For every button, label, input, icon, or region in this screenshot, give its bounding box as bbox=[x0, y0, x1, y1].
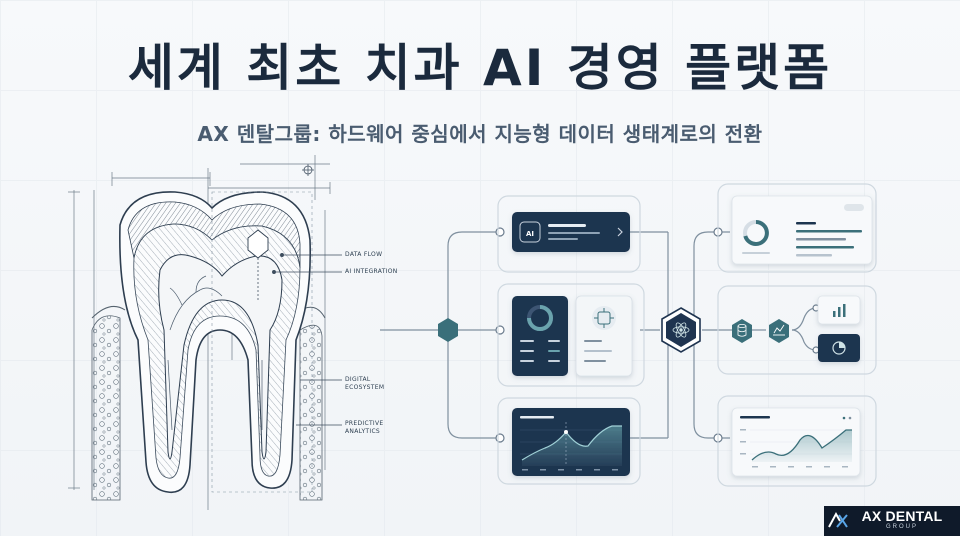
logo-name: AX DENTAL bbox=[861, 508, 943, 524]
pie-chart-mini-card bbox=[818, 334, 860, 362]
label-data-flow: DATA FLOW bbox=[345, 251, 383, 258]
atom-hub-node bbox=[661, 307, 701, 353]
label-ai-integration: AI INTEGRATION bbox=[345, 268, 398, 275]
bar-chart-icon bbox=[833, 304, 846, 317]
label-digital-ecosystem: DIGITAL ECOSYSTEM bbox=[345, 376, 385, 391]
connector-lines bbox=[380, 231, 817, 439]
donut-stats-card bbox=[512, 296, 568, 376]
chevron-right-icon bbox=[617, 227, 623, 237]
bar-chart-mini-card bbox=[817, 295, 861, 325]
database-icon bbox=[737, 323, 747, 337]
ai-chip-icon: AI bbox=[526, 230, 534, 238]
ax-dental-logo: AX DENTAL GROUP bbox=[824, 506, 960, 536]
database-node bbox=[732, 319, 752, 343]
page-subtitle: AX 덴탈그룹: 하드웨어 중심에서 지능형 데이터 생태계로의 전환 bbox=[197, 122, 763, 146]
kpi-summary-card bbox=[731, 195, 873, 265]
atom-hub-icon bbox=[672, 322, 690, 338]
logo-sub: GROUP bbox=[885, 524, 918, 530]
ai-brain-icon bbox=[594, 308, 614, 328]
ai-module-card: AI bbox=[512, 212, 630, 252]
label-predictive-analytics: PREDICTIVE ANALYTICS bbox=[345, 420, 384, 435]
analytics-node bbox=[769, 319, 789, 343]
pie-chart-icon bbox=[832, 341, 846, 355]
ax-logo-mark-icon bbox=[828, 511, 848, 528]
ai-brain-card bbox=[575, 295, 633, 377]
source-node-hexagon bbox=[438, 318, 458, 342]
trend-chart-card-dark bbox=[512, 408, 630, 476]
page-title: 세계 최초 치과 AI 경영 플랫폼 bbox=[127, 39, 833, 97]
trend-chart-card-light bbox=[731, 407, 861, 477]
analytics-icon bbox=[773, 324, 785, 336]
